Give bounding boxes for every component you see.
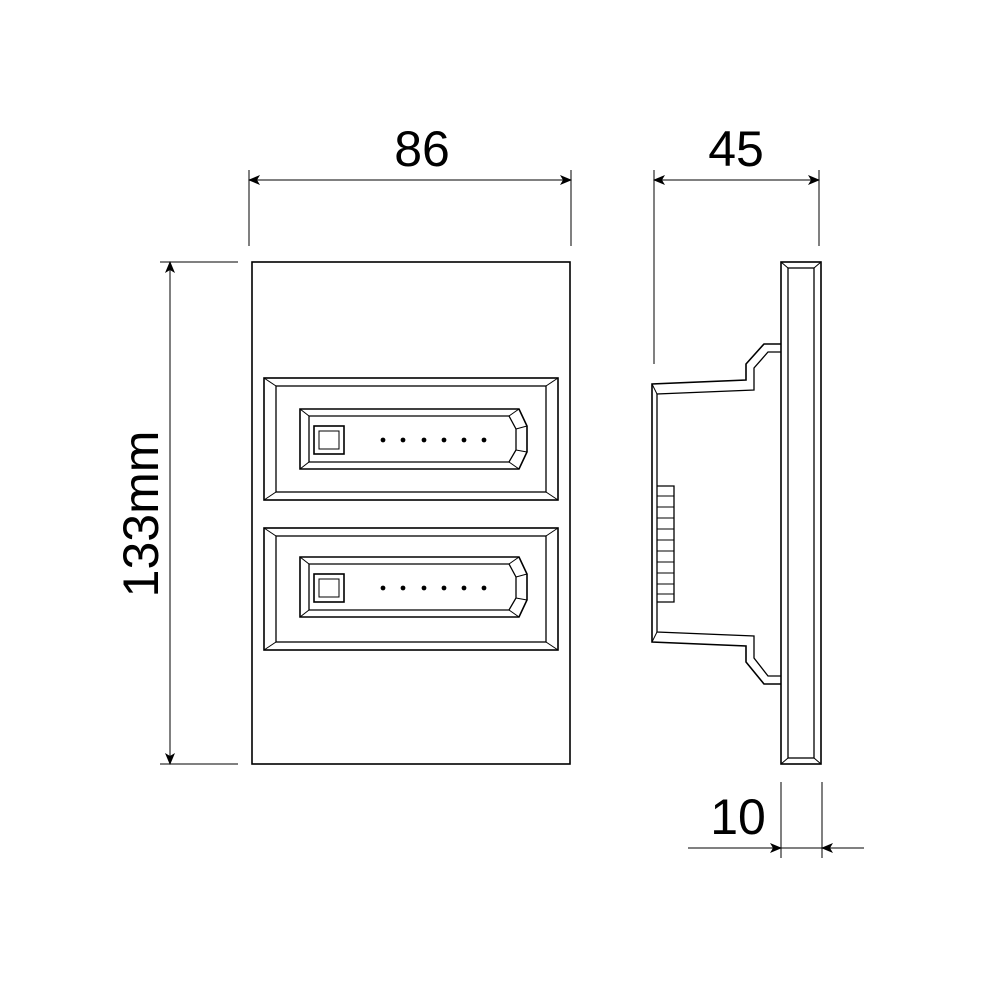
- upper-port-pins: [380, 437, 487, 443]
- upper-socket-body: [299, 408, 528, 470]
- upper-module-frame: [263, 377, 559, 501]
- side-view: [651, 261, 822, 765]
- lower-port-pins: [380, 585, 487, 591]
- depth-label: 45: [708, 121, 764, 177]
- height-dimension: 133mm: [113, 261, 238, 765]
- upper-port-square: [313, 425, 345, 455]
- front-view: [251, 261, 571, 765]
- lower-socket-body: [299, 556, 528, 618]
- side-body-outline: [651, 343, 781, 685]
- width-label: 86: [394, 121, 450, 177]
- upper-module: [263, 377, 559, 501]
- lower-port-square: [313, 573, 345, 603]
- width-dimension: 86: [248, 121, 572, 246]
- side-ribs: [657, 485, 675, 603]
- thickness-label: 10: [710, 789, 766, 845]
- lower-module-frame: [263, 527, 559, 651]
- depth-dimension: 45: [653, 121, 820, 364]
- thickness-dimension: 10: [688, 782, 864, 858]
- side-face-plate: [780, 261, 822, 765]
- lower-module-inner: [275, 535, 547, 643]
- upper-module-inner: [275, 385, 547, 493]
- front-plate-outline: [251, 261, 571, 765]
- height-label: 133mm: [113, 431, 169, 598]
- lower-module: [263, 527, 559, 651]
